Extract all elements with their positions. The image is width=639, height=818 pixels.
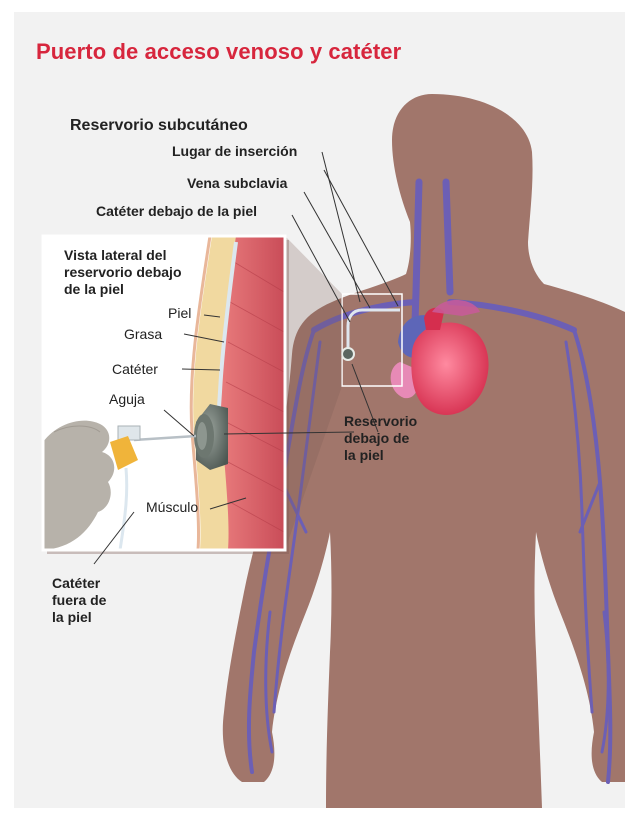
label-reservorio-subcutaneo: Reservorio subcutáneo [70, 117, 248, 134]
label-aguja: Aguja [109, 391, 145, 408]
label-cateter: Catéter [112, 361, 158, 378]
diagram-frame: Puerto de acceso venoso y catéter [14, 12, 625, 808]
label-vena-subclavia: Vena subclavia [187, 175, 287, 192]
label-lugar-insercion: Lugar de inserción [172, 143, 297, 160]
label-reservorio-debajo-piel: Reservorio debajo de la piel [344, 413, 417, 464]
inset-title: Vista lateral del reservorio debajo de l… [64, 247, 182, 298]
label-cateter-debajo-piel: Catéter debajo de la piel [96, 203, 257, 220]
label-piel: Piel [168, 305, 191, 322]
label-cateter-fuera-piel: Catéter fuera de la piel [52, 575, 106, 626]
label-grasa: Grasa [124, 326, 162, 343]
label-musculo: Músculo [146, 499, 198, 516]
